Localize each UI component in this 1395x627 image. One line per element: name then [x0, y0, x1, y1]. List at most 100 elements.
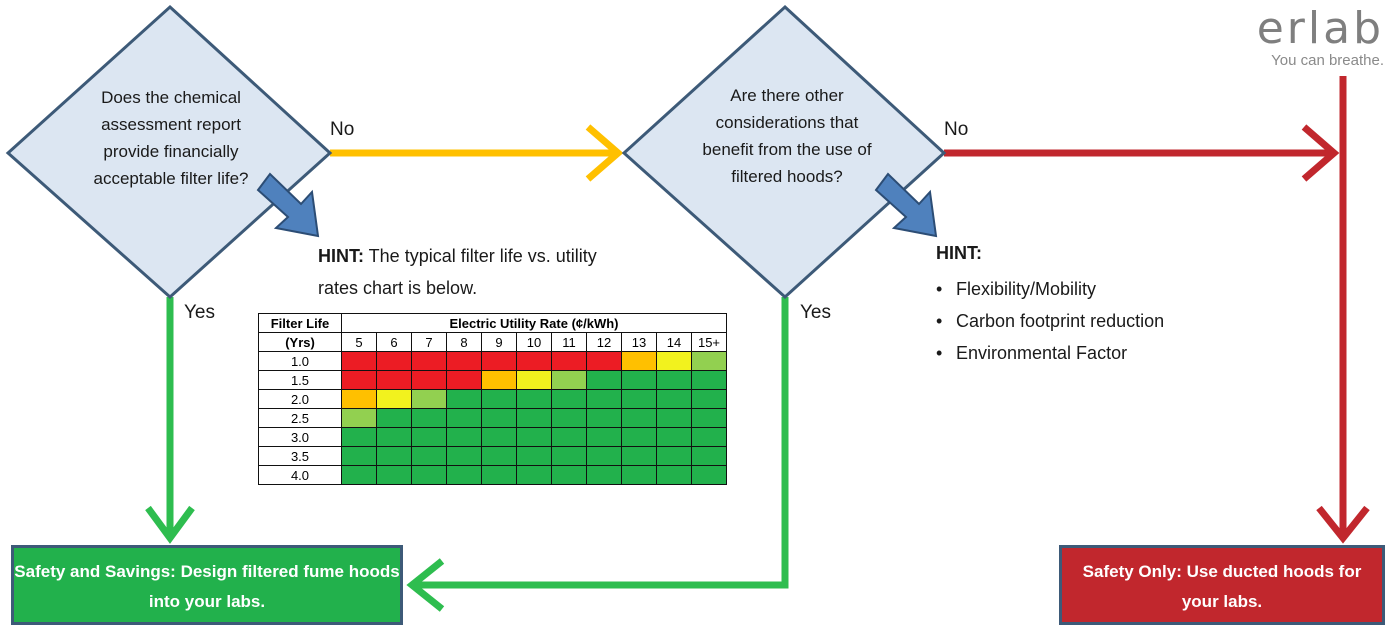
rating-cell — [481, 427, 517, 447]
rating-cell — [551, 427, 587, 447]
rating-cell — [411, 389, 447, 409]
rating-cell — [516, 370, 552, 390]
outcome-green-text: Design filtered fume hoods into your lab… — [148, 562, 400, 611]
rating-cell — [376, 408, 412, 428]
rating-cell — [691, 351, 727, 371]
no-label-1: No — [330, 119, 355, 140]
rating-cell — [656, 351, 692, 371]
row-label: 1.5 — [258, 370, 342, 390]
rating-cell — [516, 389, 552, 409]
row-header-title: Filter Life — [258, 313, 342, 333]
rating-cell — [656, 427, 692, 447]
rating-cell — [621, 351, 657, 371]
outcome-red-prefix: Safety Only: — [1082, 562, 1182, 581]
rating-cell — [551, 370, 587, 390]
table-row: 4.0 — [258, 465, 727, 485]
rating-cell — [446, 446, 482, 466]
column-header: 15+ — [691, 332, 727, 352]
column-header: 9 — [481, 332, 517, 352]
rating-cell — [341, 351, 377, 371]
rating-cell — [411, 446, 447, 466]
rating-cell — [656, 446, 692, 466]
rating-cell — [691, 427, 727, 447]
rating-cell — [446, 370, 482, 390]
rating-cell — [341, 370, 377, 390]
rating-cell — [586, 427, 622, 447]
rating-cell — [446, 408, 482, 428]
rating-cell — [376, 389, 412, 409]
column-header: 11 — [551, 332, 587, 352]
connectors — [145, 76, 1370, 612]
table-row: 1.5 — [258, 370, 727, 390]
rating-cell — [551, 408, 587, 428]
rating-cell — [656, 389, 692, 409]
no-arrow-2-head — [1301, 124, 1340, 182]
rating-cell — [691, 408, 727, 428]
erlab-logo: erlab You can breathe. — [1228, 6, 1384, 70]
rating-cell — [551, 351, 587, 371]
question-2-text: Are there other considerations that bene… — [702, 86, 872, 186]
column-header: 7 — [411, 332, 447, 352]
rating-cell — [621, 465, 657, 485]
hint-2-list: •Flexibility/Mobility •Carbon footprint … — [936, 273, 1256, 369]
rating-cell — [516, 465, 552, 485]
rating-cell — [621, 446, 657, 466]
hint-2-item: •Carbon footprint reduction — [936, 305, 1256, 337]
rating-cell — [551, 446, 587, 466]
yes-label-1: Yes — [184, 302, 215, 323]
outcome-safety-and-savings: Safety and Savings: Design filtered fume… — [11, 545, 403, 625]
rating-cell — [411, 465, 447, 485]
rating-cell — [551, 389, 587, 409]
red-down-head — [1316, 505, 1370, 544]
logo-tagline: You can breathe. — [1271, 52, 1384, 69]
rating-cell — [376, 427, 412, 447]
decision-diamond-1 — [5, 4, 333, 300]
rating-cell — [481, 446, 517, 466]
logo-wordmark: erlab — [1256, 3, 1384, 54]
no-label-2: No — [944, 119, 969, 140]
row-label: 4.0 — [258, 465, 342, 485]
column-header: 6 — [376, 332, 412, 352]
table-row: 1.0 — [258, 351, 727, 371]
hint-2-item: •Flexibility/Mobility — [936, 273, 1256, 305]
rating-cell — [656, 465, 692, 485]
rating-cell — [376, 446, 412, 466]
hint-2-item: •Environmental Factor — [936, 337, 1256, 369]
rating-cell — [341, 427, 377, 447]
rating-cell — [516, 446, 552, 466]
outcome-safety-only: Safety Only: Use ducted hoods for your l… — [1059, 545, 1385, 625]
rating-cell — [411, 427, 447, 447]
column-header: 13 — [621, 332, 657, 352]
table-row: 2.5 — [258, 408, 727, 428]
rating-cell — [411, 351, 447, 371]
rating-cell — [691, 389, 727, 409]
rating-cell — [516, 351, 552, 371]
rating-cell — [341, 446, 377, 466]
hint-arrow-1 — [256, 172, 320, 238]
rating-cell — [446, 389, 482, 409]
hint-arrow-2 — [874, 172, 938, 238]
table-row: 3.5 — [258, 446, 727, 466]
rating-cell — [656, 408, 692, 428]
rating-cell — [586, 389, 622, 409]
rating-cell — [341, 408, 377, 428]
rating-cell — [376, 465, 412, 485]
question-1-text: Does the chemical assessment report prov… — [93, 88, 249, 188]
bullet-icon: • — [936, 311, 943, 331]
column-header: 5 — [341, 332, 377, 352]
rating-cell — [691, 465, 727, 485]
row-label: 2.0 — [258, 389, 342, 409]
rating-cell — [621, 408, 657, 428]
rating-cell — [586, 465, 622, 485]
column-header: 8 — [446, 332, 482, 352]
rating-cell — [411, 408, 447, 428]
rating-cell — [621, 389, 657, 409]
rating-cell — [376, 351, 412, 371]
bullet-icon: • — [936, 279, 943, 299]
rating-cell — [586, 408, 622, 428]
rating-cell — [411, 370, 447, 390]
outcome-green-prefix: Safety and Savings: — [14, 562, 176, 581]
hint-1: HINT: The typical filter life vs. utilit… — [318, 240, 618, 304]
bullet-icon: • — [936, 343, 943, 363]
